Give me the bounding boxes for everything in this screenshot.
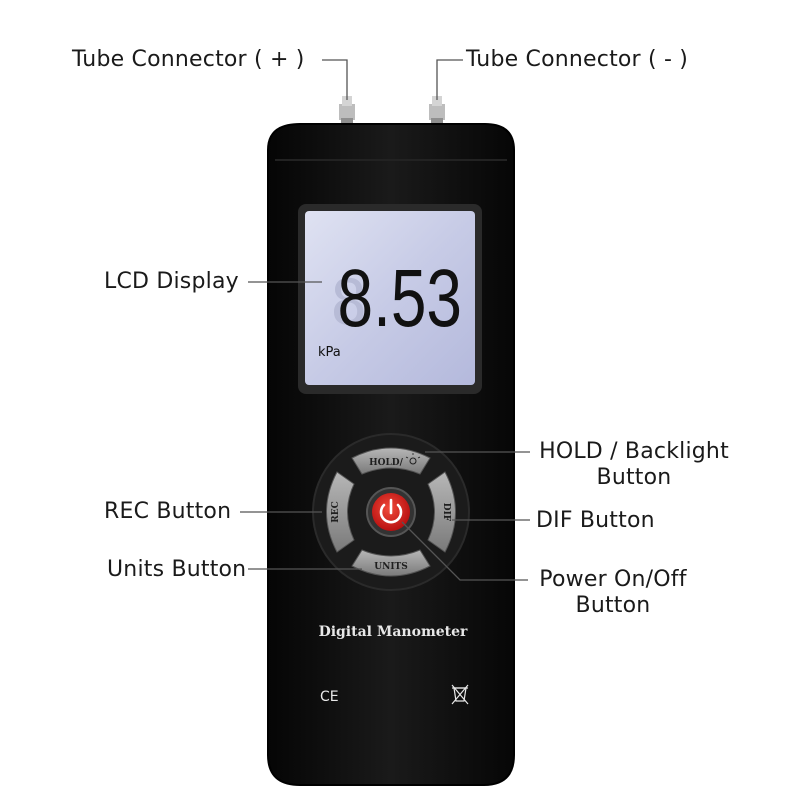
callout-tube-plus: Tube Connector ( + ): [72, 47, 305, 72]
tube-connector-minus: [429, 96, 445, 126]
lcd-reading: 8.53: [338, 251, 462, 344]
callout-dif: DIF Button: [536, 508, 655, 533]
callout-lcd: LCD Display: [104, 269, 239, 294]
callout-power-line1: Power On/Off: [539, 567, 687, 592]
power-button[interactable]: [366, 487, 416, 537]
dif-button[interactable]: DIF: [427, 471, 456, 553]
power-icon: [379, 498, 403, 524]
lcd-ghost-digit: 8: [330, 266, 367, 339]
units-button-label: UNITS: [374, 562, 407, 572]
leader-tube-plus: [322, 59, 348, 100]
bulb-icon: [405, 453, 421, 465]
leader-lines: [240, 59, 530, 581]
lcd-unit: kPa: [318, 345, 341, 360]
tube-connector-plus: [339, 96, 355, 126]
crossed-bin-icon: [451, 684, 469, 705]
callout-power: Power On/Off Button: [526, 567, 700, 619]
units-button[interactable]: UNITS: [351, 549, 431, 577]
lcd-screen: [305, 211, 475, 385]
callout-power-line2: Button: [575, 593, 651, 618]
callout-rec: REC Button: [104, 499, 232, 524]
callout-hold-line1: HOLD / Backlight: [539, 439, 729, 464]
hold-backlight-button[interactable]: HOLD/: [351, 447, 431, 475]
ce-mark: CE: [320, 689, 339, 705]
callout-units: Units Button: [107, 557, 247, 582]
callout-tube-minus: Tube Connector ( - ): [466, 47, 689, 72]
leader-power: [401, 521, 528, 581]
rec-button-label: REC: [331, 501, 341, 523]
rec-button[interactable]: REC: [326, 471, 355, 553]
callout-hold-line2: Button: [596, 465, 672, 490]
dif-button-label: DIF: [441, 503, 451, 522]
leader-tube-minus: [436, 59, 463, 100]
device-brand-text: Digital Manometer: [319, 624, 468, 640]
hold-button-label: HOLD/: [369, 458, 403, 468]
callout-hold: HOLD / Backlight Button: [532, 439, 736, 491]
